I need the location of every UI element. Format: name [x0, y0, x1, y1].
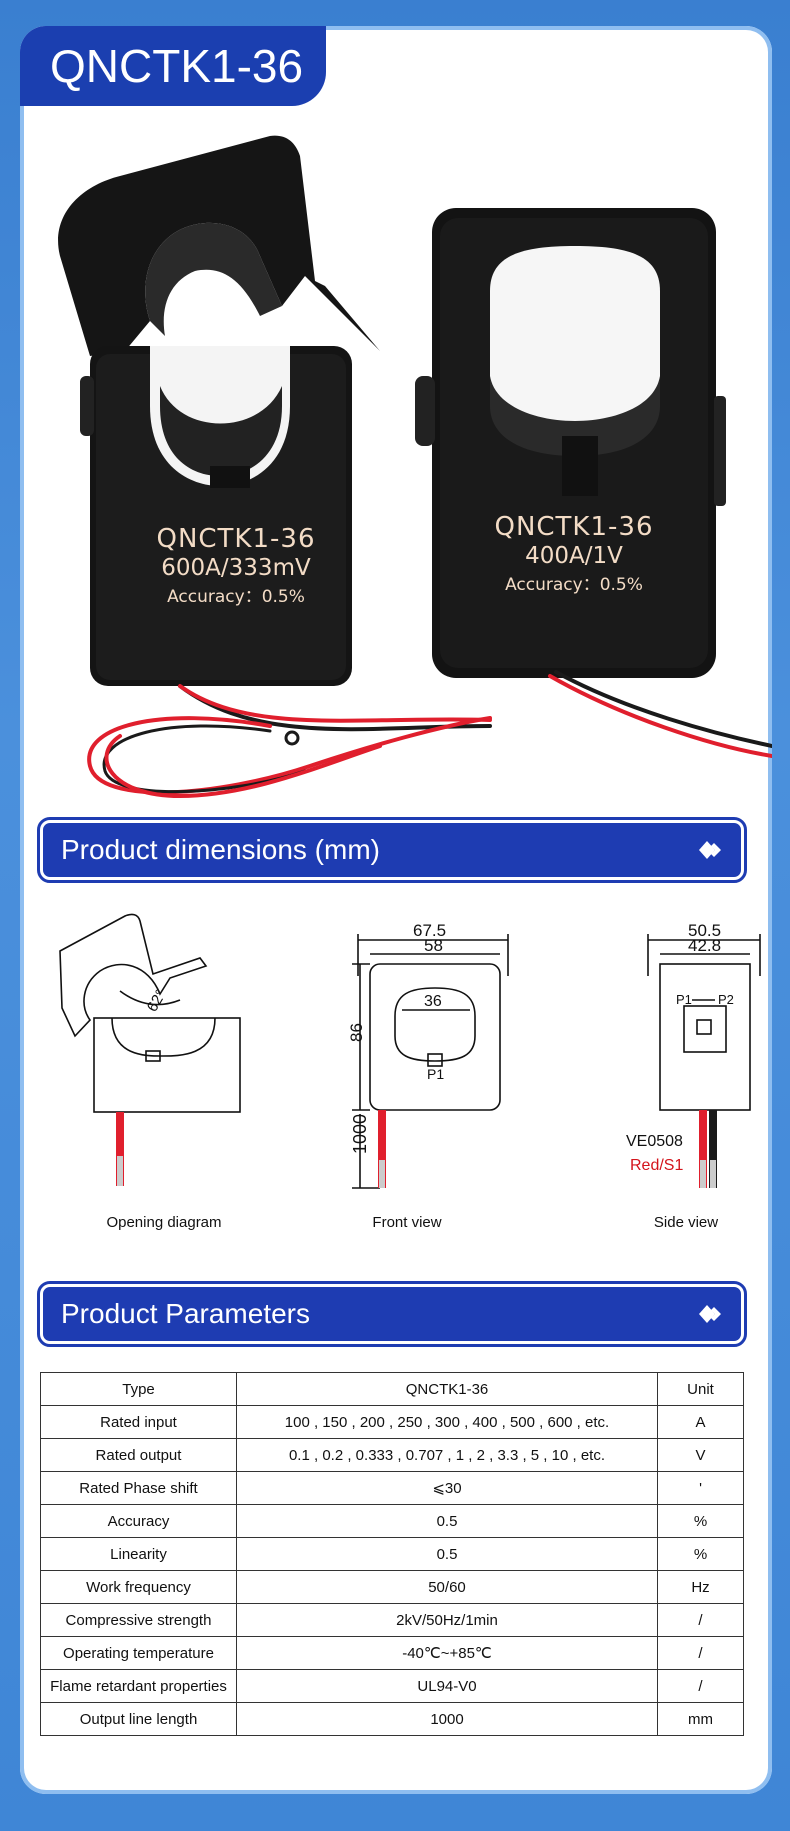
caption-side-view: Side view	[653, 1214, 719, 1231]
param-unit: /	[657, 1669, 744, 1703]
table-row: Operating temperature-40℃~+85℃/	[40, 1636, 744, 1670]
caption-front-view: Front view	[372, 1214, 442, 1231]
side-outer-width-label: 50.5	[688, 921, 721, 940]
wire-label: VE0508	[626, 1133, 683, 1150]
param-name: Rated input	[40, 1405, 237, 1439]
param-name: Compressive strength	[40, 1603, 237, 1637]
param-name: Rated Phase shift	[40, 1471, 237, 1505]
param-unit: V	[657, 1438, 744, 1472]
param-value: 100 , 150 , 200 , 250 , 300 , 400 , 500 …	[236, 1405, 658, 1439]
side-p2-label: P2	[718, 992, 734, 1007]
param-name: Operating temperature	[40, 1636, 237, 1670]
parameters-header: Product Parameters	[37, 1281, 747, 1347]
diamond-icon	[699, 841, 721, 859]
param-value: 50/60	[236, 1570, 658, 1604]
right-ct-accuracy: Accuracy：0.5%	[505, 574, 643, 595]
table-header-row: Type QNCTK1-36 Unit	[40, 1372, 744, 1406]
front-window-label: 36	[424, 993, 442, 1010]
front-outer-width-label: 67.5	[413, 921, 446, 940]
diamond-icon	[699, 1305, 721, 1323]
opening-jaw-outline	[59, 913, 208, 1038]
caption-opening-diagram: Opening diagram	[106, 1214, 222, 1231]
dimension-drawings: 62° 67.5 58 36	[20, 896, 772, 1276]
header-model: QNCTK1-36	[236, 1372, 658, 1406]
product-card: QNCTK1-36	[20, 26, 772, 1794]
left-ct-label: QNCTK1-36 600A/333mV Accuracy：0.5%	[136, 524, 336, 607]
front-height-label: 86	[347, 1023, 366, 1042]
param-value: -40℃~+85℃	[236, 1636, 658, 1670]
parameters-title: Product Parameters	[61, 1298, 310, 1329]
param-value: 2kV/50Hz/1min	[236, 1603, 658, 1637]
product-photo: QNCTK1-36 600A/333mV Accuracy：0.5% QNCTK…	[20, 106, 772, 806]
front-inner-width-label: 58	[424, 936, 443, 955]
side-inner-width-label: 42.8	[688, 936, 721, 955]
param-value: UL94-V0	[236, 1669, 658, 1703]
param-unit: mm	[657, 1702, 744, 1736]
side-p1-label: P1	[676, 992, 692, 1007]
header-unit: Unit	[657, 1372, 744, 1406]
param-unit: /	[657, 1603, 744, 1637]
dimensions-header: Product dimensions (mm)	[37, 817, 747, 883]
table-row: Rated Phase shift⩽30'	[40, 1471, 744, 1505]
left-ct-rating: 600A/333mV	[161, 555, 311, 582]
right-ct-body	[415, 208, 726, 678]
param-value: 0.1 , 0.2 , 0.333 , 0.707 , 1 , 2 , 3.3 …	[236, 1438, 658, 1472]
param-unit: Hz	[657, 1570, 744, 1604]
param-name: Rated output	[40, 1438, 237, 1472]
ct-illustration	[58, 135, 772, 799]
ct-wires	[87, 670, 772, 799]
left-ct-jaw	[58, 135, 380, 356]
front-body-outline	[369, 963, 501, 1111]
side-body-outline	[659, 963, 751, 1111]
header-type: Type	[40, 1372, 237, 1406]
param-name: Output line length	[40, 1702, 237, 1736]
param-unit: %	[657, 1504, 744, 1538]
opening-body-outline	[93, 1017, 241, 1113]
right-ct-label: QNCTK1-36 400A/1V Accuracy：0.5%	[466, 512, 682, 595]
param-value: 0.5	[236, 1504, 658, 1538]
right-ct-rating: 400A/1V	[525, 543, 623, 570]
right-ct-model: QNCTK1-36	[494, 512, 654, 542]
opening-angle-label: 62°	[144, 987, 170, 1015]
param-name: Flame retardant properties	[40, 1669, 237, 1703]
param-unit: '	[657, 1471, 744, 1505]
param-value: 0.5	[236, 1537, 658, 1571]
wire-color-label: Red/S1	[630, 1157, 683, 1174]
left-ct-accuracy: Accuracy：0.5%	[167, 586, 305, 607]
param-name: Accuracy	[40, 1504, 237, 1538]
param-value: ⩽30	[236, 1471, 658, 1505]
param-value: 1000	[236, 1702, 658, 1736]
left-ct-model: QNCTK1-36	[156, 524, 316, 554]
param-unit: %	[657, 1537, 744, 1571]
front-p1-label: P1	[427, 1066, 444, 1082]
left-ct-body	[80, 346, 352, 686]
param-unit: /	[657, 1636, 744, 1670]
param-unit: A	[657, 1405, 744, 1439]
dimension-svg: 62° 67.5 58 36	[59, 913, 761, 1189]
cable-length-label: 1000	[350, 1114, 370, 1154]
param-name: Linearity	[40, 1537, 237, 1571]
param-name: Work frequency	[40, 1570, 237, 1604]
model-tab: QNCTK1-36	[20, 26, 326, 106]
dimensions-title: Product dimensions (mm)	[61, 834, 380, 865]
